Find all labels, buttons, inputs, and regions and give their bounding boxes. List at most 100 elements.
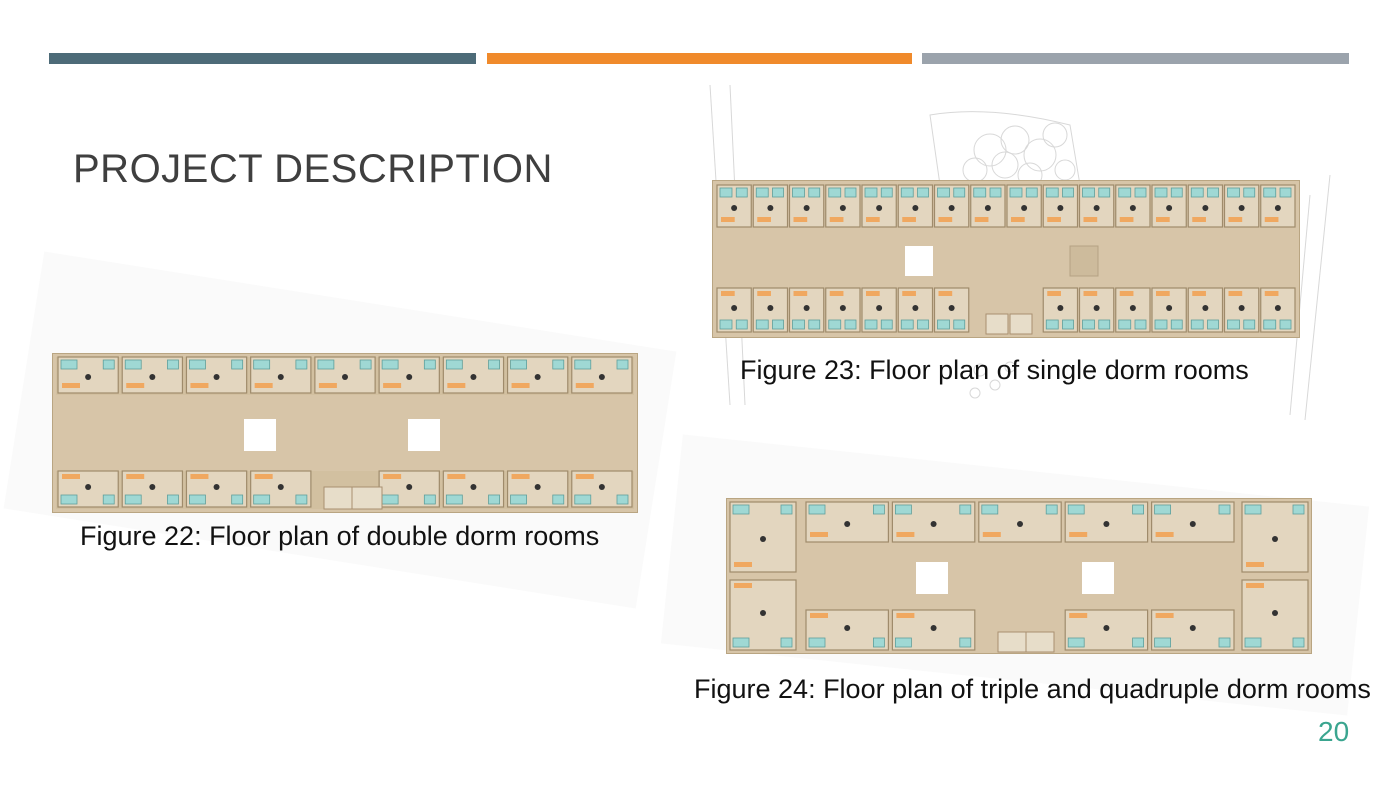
desk [383, 474, 402, 479]
bed [552, 359, 565, 370]
bed [989, 187, 1002, 198]
chair [1017, 521, 1023, 527]
bed [917, 319, 929, 330]
bed [872, 504, 885, 515]
chair [1166, 305, 1173, 311]
desk [1155, 613, 1174, 618]
bed [894, 504, 912, 515]
bed [1132, 504, 1145, 515]
desk [1156, 291, 1170, 296]
bed [872, 637, 885, 648]
chair [1189, 521, 1196, 527]
bed [102, 494, 115, 505]
chair [912, 305, 919, 311]
bed [1009, 187, 1023, 198]
chair [406, 374, 413, 380]
floor-plan-double-dorm [52, 353, 638, 513]
desk [1119, 217, 1134, 222]
bed [445, 359, 463, 370]
chair [1093, 305, 1100, 311]
desk [511, 474, 530, 479]
header-accent-bar-slate [49, 53, 476, 64]
bed [1207, 187, 1219, 198]
chair [406, 484, 413, 490]
bed [1263, 319, 1277, 330]
chair [1129, 305, 1136, 311]
bed [1134, 319, 1147, 330]
chair [1057, 305, 1064, 311]
bed [1292, 637, 1305, 648]
chair [85, 484, 92, 490]
bed [381, 359, 399, 370]
bed [808, 637, 826, 648]
bed [381, 494, 399, 505]
bed [189, 494, 206, 505]
chair [598, 374, 605, 380]
bed [1154, 187, 1168, 198]
chair [760, 536, 766, 542]
desk [1246, 583, 1264, 588]
bed [102, 359, 115, 370]
bed [735, 187, 748, 198]
desk [721, 291, 735, 296]
bed [189, 359, 206, 370]
desk [938, 217, 953, 222]
figure-23-caption: Figure 23: Floor plan of single dorm roo… [740, 355, 1249, 385]
bed [1045, 504, 1058, 515]
bed [732, 637, 750, 648]
desk [1155, 532, 1174, 537]
chair [1272, 610, 1278, 616]
desk [62, 474, 80, 479]
desk [734, 562, 752, 567]
chair [470, 374, 477, 380]
chair [149, 484, 156, 490]
bed [359, 359, 372, 370]
chair [149, 374, 156, 380]
bed [488, 494, 500, 505]
bed [510, 359, 527, 370]
bed [1098, 319, 1111, 330]
chair [767, 305, 774, 311]
desk [902, 291, 916, 296]
bed [719, 319, 733, 330]
chair [1238, 305, 1245, 311]
chair [1021, 205, 1028, 211]
desk [810, 613, 828, 618]
bed [808, 504, 826, 515]
bed [828, 187, 842, 198]
chair [1103, 521, 1110, 527]
bed [1292, 504, 1305, 515]
bed [253, 494, 271, 505]
bed [231, 359, 244, 370]
bed [973, 187, 987, 198]
floor-plan-single-dorm [712, 180, 1300, 338]
desk [974, 217, 989, 222]
bed [488, 359, 500, 370]
bed [1218, 637, 1231, 648]
bed [1082, 319, 1095, 330]
chair [767, 205, 774, 211]
bed [1190, 187, 1204, 198]
bed [1227, 319, 1240, 330]
bed [1154, 319, 1168, 330]
bed [1244, 504, 1262, 515]
chair [912, 205, 919, 211]
bed [1170, 187, 1183, 198]
bed [864, 319, 878, 330]
chair [731, 205, 738, 211]
chair [1274, 205, 1281, 211]
bed [1244, 637, 1262, 648]
bed [317, 359, 335, 370]
bed [880, 319, 893, 330]
desk [896, 532, 915, 537]
bed [295, 494, 308, 505]
bed [1132, 637, 1145, 648]
bed [231, 494, 244, 505]
desk [1119, 291, 1134, 296]
bed [60, 359, 78, 370]
bed [1082, 187, 1095, 198]
bed [1190, 319, 1204, 330]
bed [959, 637, 972, 648]
desk [1246, 562, 1264, 567]
bed [1025, 187, 1038, 198]
